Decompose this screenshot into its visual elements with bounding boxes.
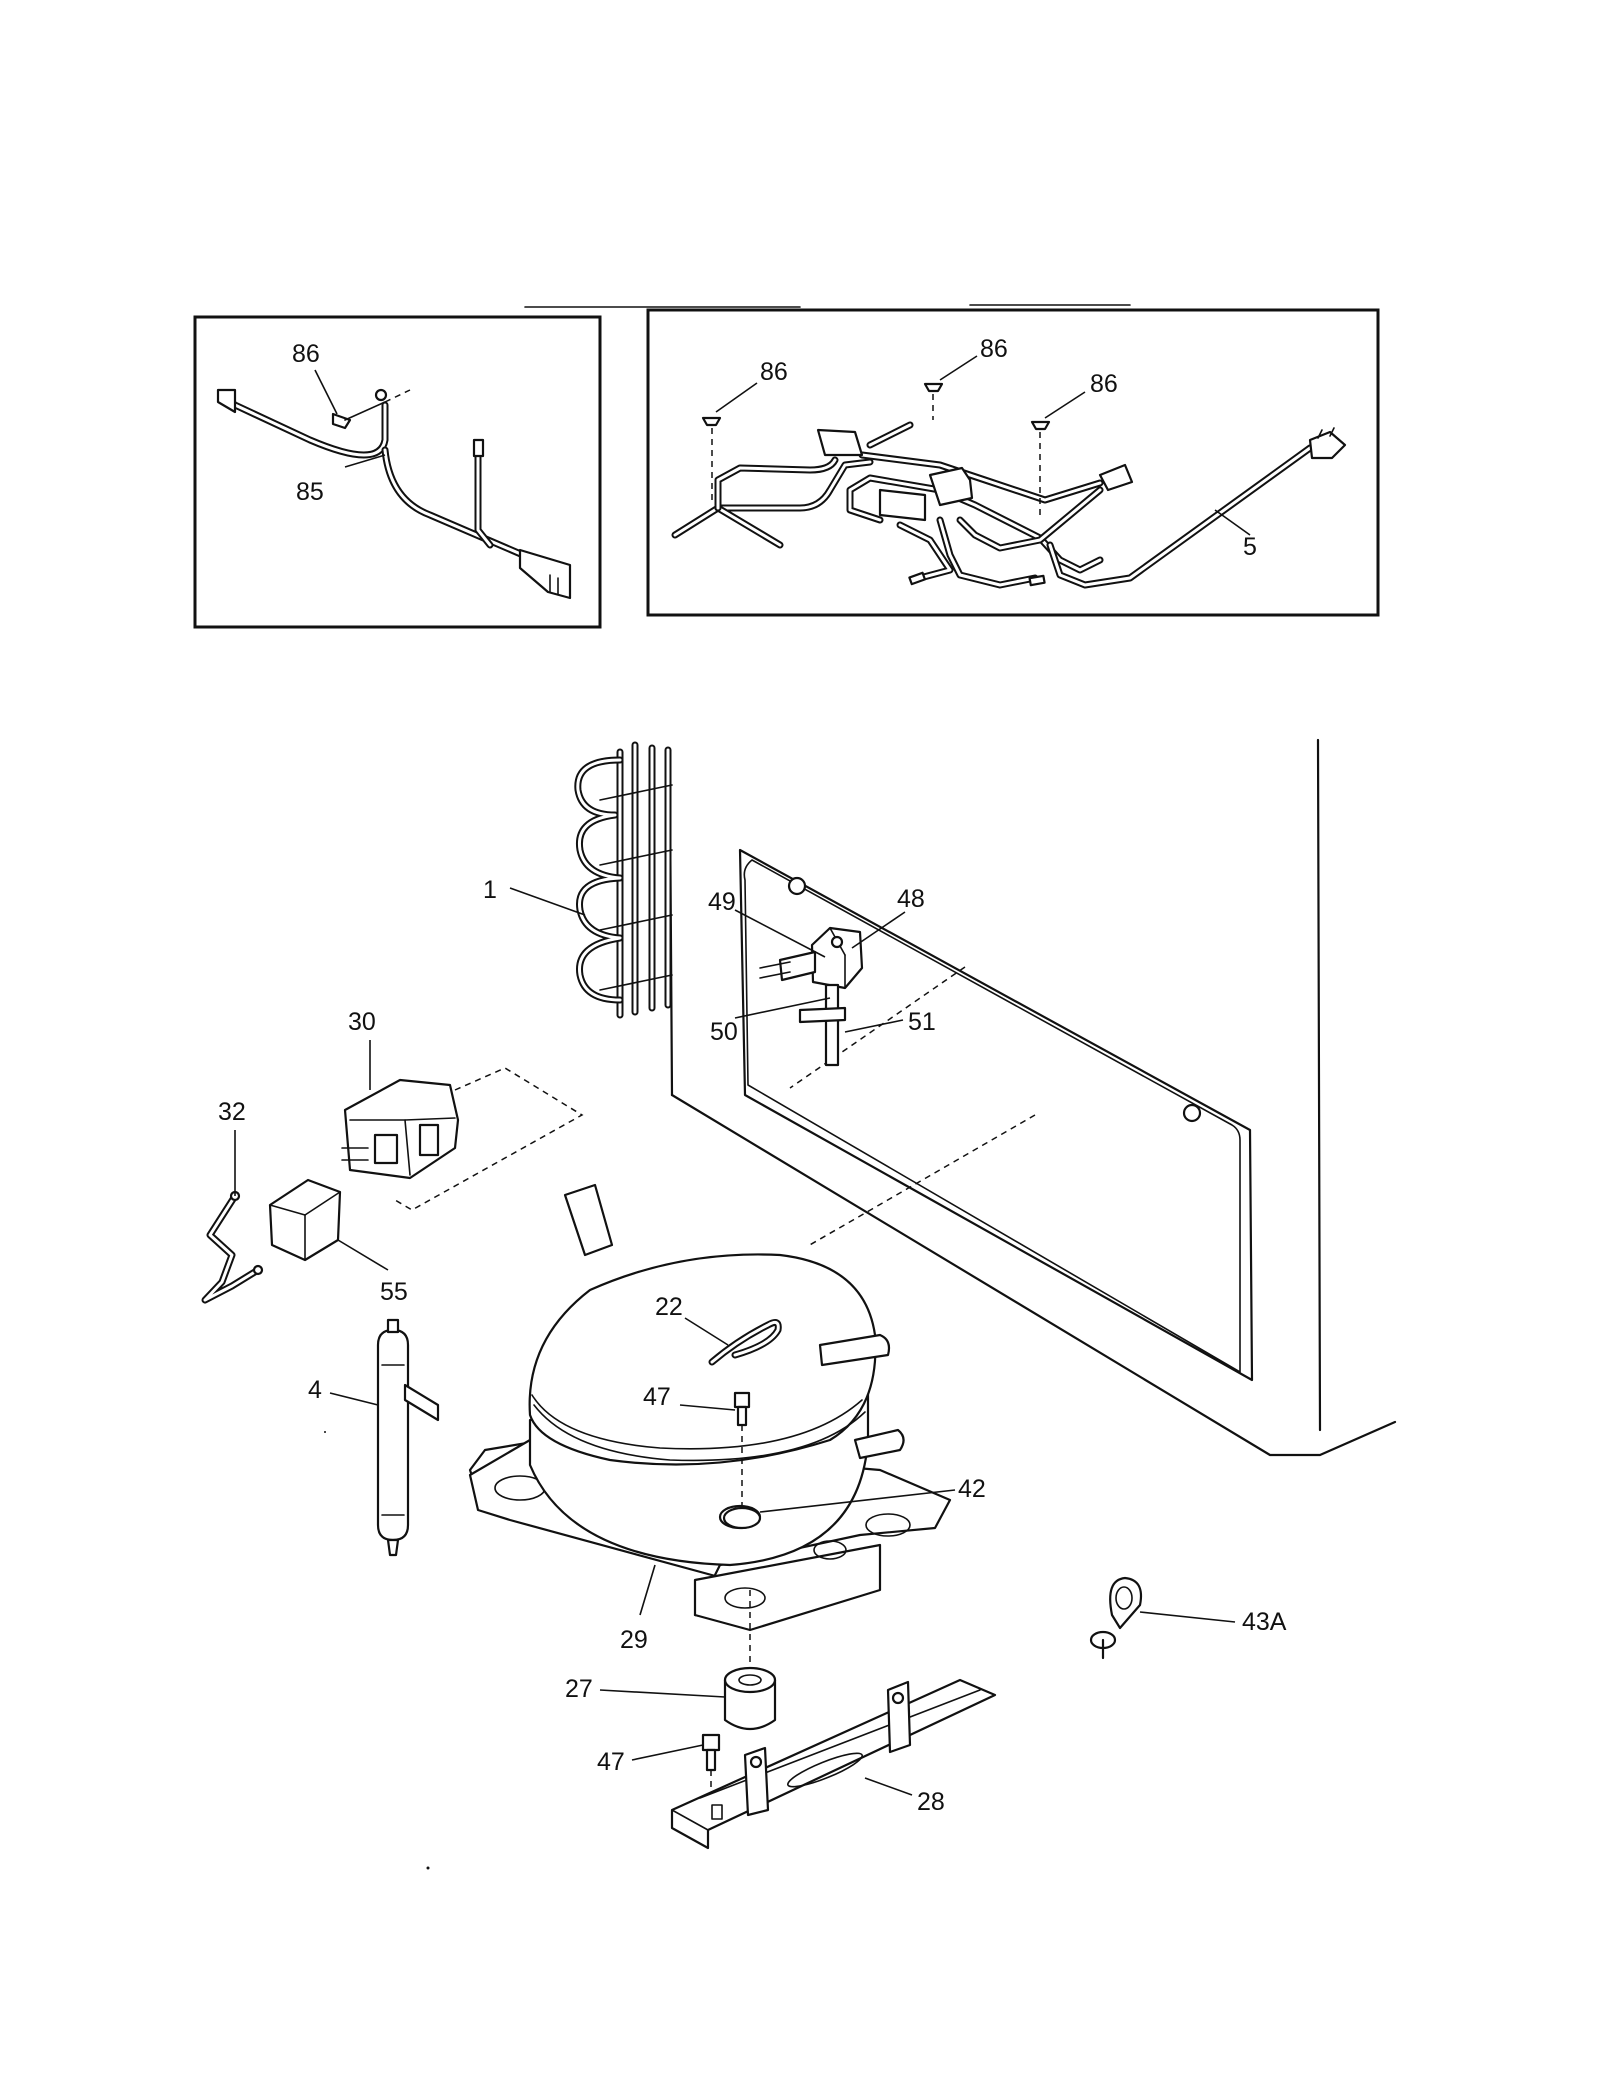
relay-cover bbox=[341, 1078, 460, 1180]
screw-47-top bbox=[733, 1391, 751, 1505]
washer bbox=[722, 1506, 762, 1530]
callout-47: 47 bbox=[597, 1748, 625, 1776]
callout-86: 86 bbox=[1090, 370, 1118, 398]
callout-86: 86 bbox=[980, 335, 1008, 363]
screws-86-inset-right bbox=[701, 382, 1051, 520]
wire-clamp bbox=[1089, 1576, 1143, 1660]
cabinet-outline bbox=[668, 738, 1397, 1457]
callout-4: 4 bbox=[308, 1376, 322, 1404]
thermostat-assembly bbox=[759, 926, 864, 1067]
clip bbox=[201, 1190, 264, 1304]
callout-43A: 43A bbox=[1242, 1608, 1287, 1636]
callout-86: 86 bbox=[292, 340, 320, 368]
header-rules bbox=[524, 304, 1131, 308]
callout-28: 28 bbox=[917, 1788, 945, 1816]
drier bbox=[376, 1318, 440, 1557]
callout-47: 47 bbox=[643, 1383, 671, 1411]
callout-55: 55 bbox=[380, 1278, 408, 1306]
callout-1: 1 bbox=[483, 876, 497, 904]
screw-86-inset-left bbox=[331, 388, 411, 430]
wire-harness-85 bbox=[216, 388, 572, 600]
callouts-inset-left: 86 85 bbox=[292, 340, 386, 506]
relay-connector-dashes bbox=[394, 1067, 584, 1211]
wire-harness-5 bbox=[671, 421, 1347, 589]
callout-86: 86 bbox=[760, 358, 788, 386]
scan-specks bbox=[324, 1431, 430, 1870]
callout-50: 50 bbox=[710, 1018, 738, 1046]
leader-lines-main bbox=[234, 887, 1236, 1796]
tube-clip bbox=[708, 1318, 782, 1366]
callouts-inset-right: 86 86 86 5 bbox=[715, 335, 1257, 561]
grommet bbox=[723, 1590, 777, 1731]
relay bbox=[268, 1178, 342, 1262]
callout-49: 49 bbox=[708, 888, 736, 916]
callouts-main: 1 49 48 50 51 30 32 55 22 47 4 42 29 43A… bbox=[218, 876, 1287, 1816]
callout-29: 29 bbox=[620, 1626, 648, 1654]
callout-5: 5 bbox=[1243, 533, 1257, 561]
mounting-bracket bbox=[670, 1678, 997, 1850]
callout-51: 51 bbox=[908, 1008, 936, 1036]
callout-30: 30 bbox=[348, 1008, 376, 1036]
callout-32: 32 bbox=[218, 1098, 246, 1126]
callout-27: 27 bbox=[565, 1675, 593, 1703]
callout-85: 85 bbox=[296, 478, 324, 506]
condenser-coil bbox=[574, 741, 673, 1019]
inset-right-frame bbox=[646, 308, 1380, 617]
inset-left-frame bbox=[193, 315, 602, 629]
callout-42: 42 bbox=[958, 1475, 986, 1503]
callout-22: 22 bbox=[655, 1293, 683, 1321]
compressor bbox=[468, 1183, 952, 1632]
callout-48: 48 bbox=[897, 885, 925, 913]
